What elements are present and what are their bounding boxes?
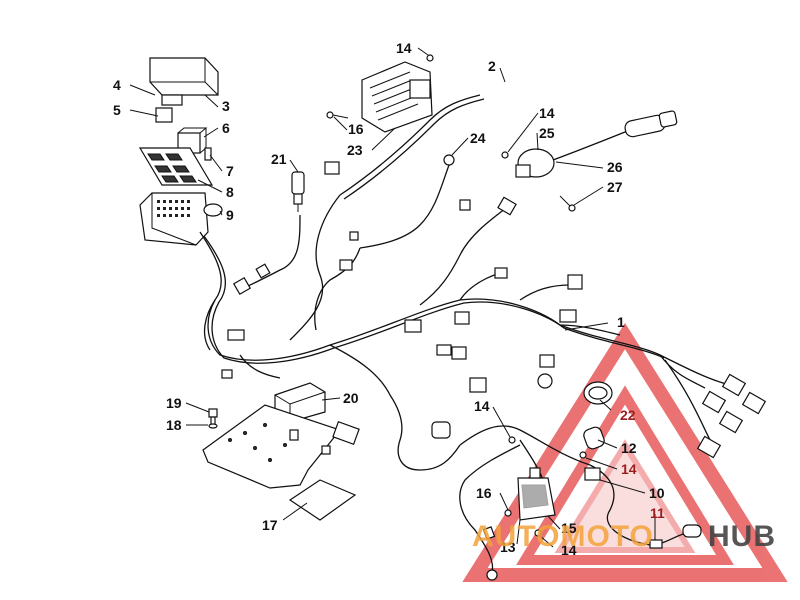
callout-2: 2 [488,58,496,74]
main-harness [199,94,665,573]
callout-labels: 1 2 3 4 5 6 7 8 9 10 11 12 13 14 14 14 1… [113,40,665,558]
callout-14c: 14 [474,398,490,414]
callout-3: 3 [222,98,230,114]
callout-9: 9 [226,207,234,223]
callout-14a: 14 [396,40,412,56]
connector-group-middle [221,161,583,393]
callout-17: 17 [262,517,278,533]
fuse-block-base [139,192,209,246]
watermark-text: AUTOMOTO HUB [472,520,776,553]
terminal-11 [649,524,702,549]
callout-18: 18 [166,417,182,433]
clamp-9 [203,203,223,217]
nut-14-bottom [508,436,587,537]
callout-25: 25 [539,125,555,141]
connector-group-right [659,354,767,459]
fuse-box-cover [149,57,219,106]
callout-21: 21 [271,151,287,167]
callout-20: 20 [343,390,359,406]
screw-27 [559,195,576,212]
callout-22: 22 [620,407,636,423]
ring-terminal-bottom [482,526,498,581]
callout-4: 4 [113,77,121,93]
callout-15: 15 [561,520,577,536]
callout-5: 5 [113,102,121,118]
switch-25 [501,148,555,178]
grommet-22 [583,381,613,405]
washer-18 [208,423,218,429]
watermark-part2: HUB [708,520,776,553]
ring-terminal-24 [443,154,455,166]
watermark-logo [462,322,788,582]
bracket-14-right [584,467,601,481]
fuse-panel-8 [138,147,214,186]
boot-12 [583,426,605,450]
bracket-plate [202,404,342,489]
callout-14d: 14 [621,461,637,477]
callout-19: 19 [166,395,182,411]
callout-24: 24 [470,130,486,146]
sensor-21 [291,171,305,212]
callout-27: 27 [607,179,623,195]
callout-14e: 14 [561,542,577,558]
callout-8: 8 [226,184,234,200]
callout-12: 12 [621,440,637,456]
callout-11: 11 [650,505,665,521]
callout-16a: 16 [348,121,364,137]
watermark-part1: AUTOMOTO [472,520,654,553]
connector-20-plug [332,420,451,446]
handle-26 [552,110,678,161]
callout-23: 23 [347,142,363,158]
callout-16b: 16 [476,485,492,501]
relay-small [155,107,173,123]
callout-6: 6 [222,120,230,136]
regulator-23 [361,61,433,133]
screw-16-top [326,111,349,119]
leader-lines [129,47,656,548]
solenoid-13 [504,467,556,521]
pad-17 [288,479,357,521]
callout-26: 26 [607,159,623,175]
callout-13: 13 [500,539,516,555]
nut-14-top [426,54,434,62]
callout-7: 7 [226,163,234,179]
bolt-19 [208,408,218,426]
callout-10: 10 [649,485,665,501]
callout-1: 1 [617,314,625,330]
callout-14b: 14 [539,105,555,121]
